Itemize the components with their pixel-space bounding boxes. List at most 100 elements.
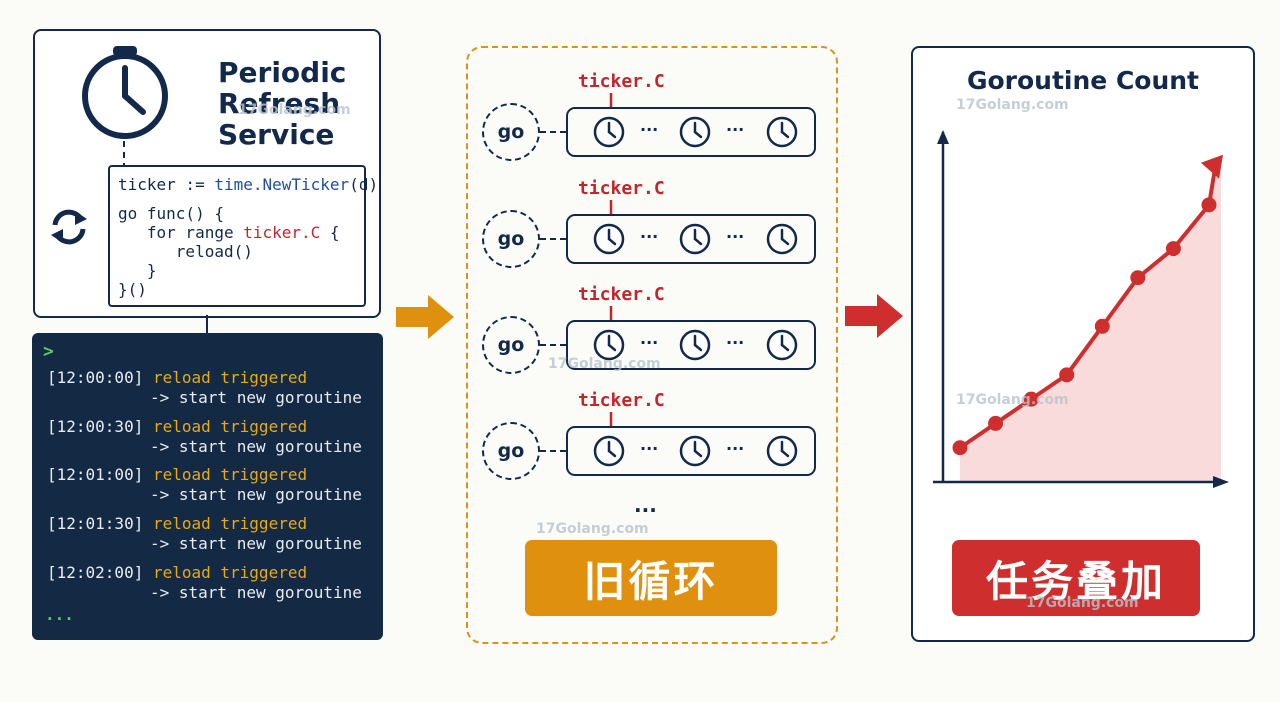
loop-row: ticker.C go ······ <box>468 71 836 183</box>
terminal-log-line: [12:00:30] reload triggered <box>47 417 307 436</box>
chart-data-point <box>1201 197 1217 213</box>
clock-code-connector <box>123 141 125 169</box>
loop-separator: ··· <box>640 120 659 139</box>
clock-icon <box>766 116 798 148</box>
loop-separator: ··· <box>726 439 745 458</box>
clock-icon <box>679 116 711 148</box>
watermark: 17Golang.com <box>548 356 661 372</box>
chart-data-point <box>1094 318 1110 334</box>
goroutine-connector <box>540 344 566 346</box>
clock-icon <box>679 329 711 361</box>
log-timestamp: [12:01:30] <box>47 514 144 534</box>
loop-separator: ··· <box>726 333 745 352</box>
chart-x-axis-arrow <box>1213 476 1229 488</box>
loop-row: ticker.C go ··· ··· <box>468 284 836 396</box>
code-line-6: }() <box>118 280 147 299</box>
ticker-channel-label: ticker.C <box>578 284 665 305</box>
watermark: 17Golang.com <box>238 102 351 118</box>
code-line-1: ticker := time.NewTicker(d) <box>118 175 379 194</box>
log-action: -> start new goroutine <box>150 582 362 602</box>
loop-separator: ··· <box>640 333 659 352</box>
chart-data-point <box>952 440 968 456</box>
terminal-log-line: [12:01:00] reload triggered <box>47 465 307 484</box>
ticker-loop-box: ······ <box>566 107 816 157</box>
clock-icon <box>593 435 625 467</box>
goroutine-connector <box>540 238 566 240</box>
goroutine-connector <box>540 131 566 133</box>
service-title-line-3: Service <box>218 118 335 151</box>
ticker-loop-box: ··· ··· <box>566 214 816 264</box>
goroutine-circle: go <box>482 316 540 374</box>
service-title-line-2: Refresh <box>218 87 341 120</box>
terminal-prompt: > <box>43 341 54 362</box>
log-action: -> start new goroutine <box>150 485 362 505</box>
ticker-channel-label: ticker.C <box>578 390 665 411</box>
watermark: 17Golang.com <box>1026 595 1139 611</box>
red-arrow-icon <box>845 294 903 338</box>
terminal-log: > [12:00:00] reload triggered-> start ne… <box>32 333 383 640</box>
chart-area-fill <box>960 158 1221 482</box>
log-event: reload triggered <box>152 562 308 582</box>
task-overlap-badge: 任务叠加 <box>952 540 1200 616</box>
log-timestamp: [12:00:30] <box>47 416 144 436</box>
loop-row: ticker.C go ··· ··· <box>468 178 836 290</box>
log-timestamp: [12:01:00] <box>47 465 144 485</box>
chart-panel: Goroutine Count 任务叠加 <box>911 46 1255 642</box>
ticker-loop-box: ··· ··· <box>566 426 816 476</box>
log-event: reload triggered <box>152 416 308 436</box>
watermark: 17Golang.com <box>956 392 1069 408</box>
chart-data-point <box>1059 367 1075 383</box>
clock-icon <box>593 116 625 148</box>
orange-arrow-icon <box>396 295 454 339</box>
clock-icon <box>679 223 711 255</box>
code-line-4: reload() <box>118 242 253 261</box>
ticker-channel-label: ticker.C <box>578 178 665 199</box>
chart-data-point <box>1165 241 1181 257</box>
goroutine-circle: go <box>482 210 540 268</box>
log-event: reload triggered <box>152 514 308 534</box>
chart-trend-arrowhead <box>1201 154 1223 179</box>
service-panel: Periodic Refresh Service ticker := time.… <box>33 29 381 318</box>
goroutine-circle: go <box>482 422 540 480</box>
clock-icon <box>766 435 798 467</box>
more-loops-ellipsis: ··· <box>634 498 657 522</box>
code-line-5: } <box>118 261 157 280</box>
log-event: reload triggered <box>152 465 308 485</box>
clock-icon <box>679 435 711 467</box>
service-title-line-1: Periodic <box>218 56 347 89</box>
ticker-channel-label: ticker.C <box>578 71 665 92</box>
terminal-ellipsis: ... <box>45 605 74 624</box>
code-line-2: go func() { <box>118 204 224 223</box>
clock-icon <box>593 223 625 255</box>
goroutine-circle: go <box>482 103 540 161</box>
old-loops-panel: ticker.C go ··· ··· ticker.C go ··· ··· ticker.C… <box>466 46 838 644</box>
terminal-log-line: [12:02:00] reload triggered <box>47 563 307 582</box>
log-action: -> start new goroutine <box>150 534 362 554</box>
watermark: 17Golang.com <box>536 521 649 537</box>
goroutine-chart <box>933 130 1229 488</box>
loop-separator: ··· <box>640 227 659 246</box>
loop-separator: ··· <box>726 227 745 246</box>
old-loop-badge: 旧循环 <box>525 540 777 616</box>
log-action: -> start new goroutine <box>150 436 362 456</box>
goroutine-connector <box>540 450 566 452</box>
chart-data-point <box>1130 270 1146 286</box>
ticker-loop-box: ··· ··· <box>566 320 816 370</box>
chart-title: Goroutine Count <box>966 66 1200 95</box>
code-snippet: ticker := time.NewTicker(d) go func() { … <box>108 165 378 307</box>
clock-icon <box>766 329 798 361</box>
log-event: reload triggered <box>152 368 308 387</box>
log-action: -> start new goroutine <box>150 388 362 407</box>
chart-data-point <box>1023 391 1039 407</box>
log-timestamp: [12:02:00] <box>47 562 144 582</box>
log-timestamp: [12:00:00] <box>47 368 144 387</box>
chart-y-axis-arrow <box>937 130 949 144</box>
clock-icon <box>766 223 798 255</box>
terminal-log-line: [12:01:30] reload triggered <box>47 514 307 533</box>
clock-icon <box>82 46 168 139</box>
service-title: Periodic Refresh Service <box>218 57 346 150</box>
refresh-cycle-icon <box>51 209 87 245</box>
terminal-log-line: [12:00:00] reload triggered <box>47 368 307 387</box>
loop-separator: ··· <box>640 439 659 458</box>
service-terminal-connector <box>206 315 208 333</box>
